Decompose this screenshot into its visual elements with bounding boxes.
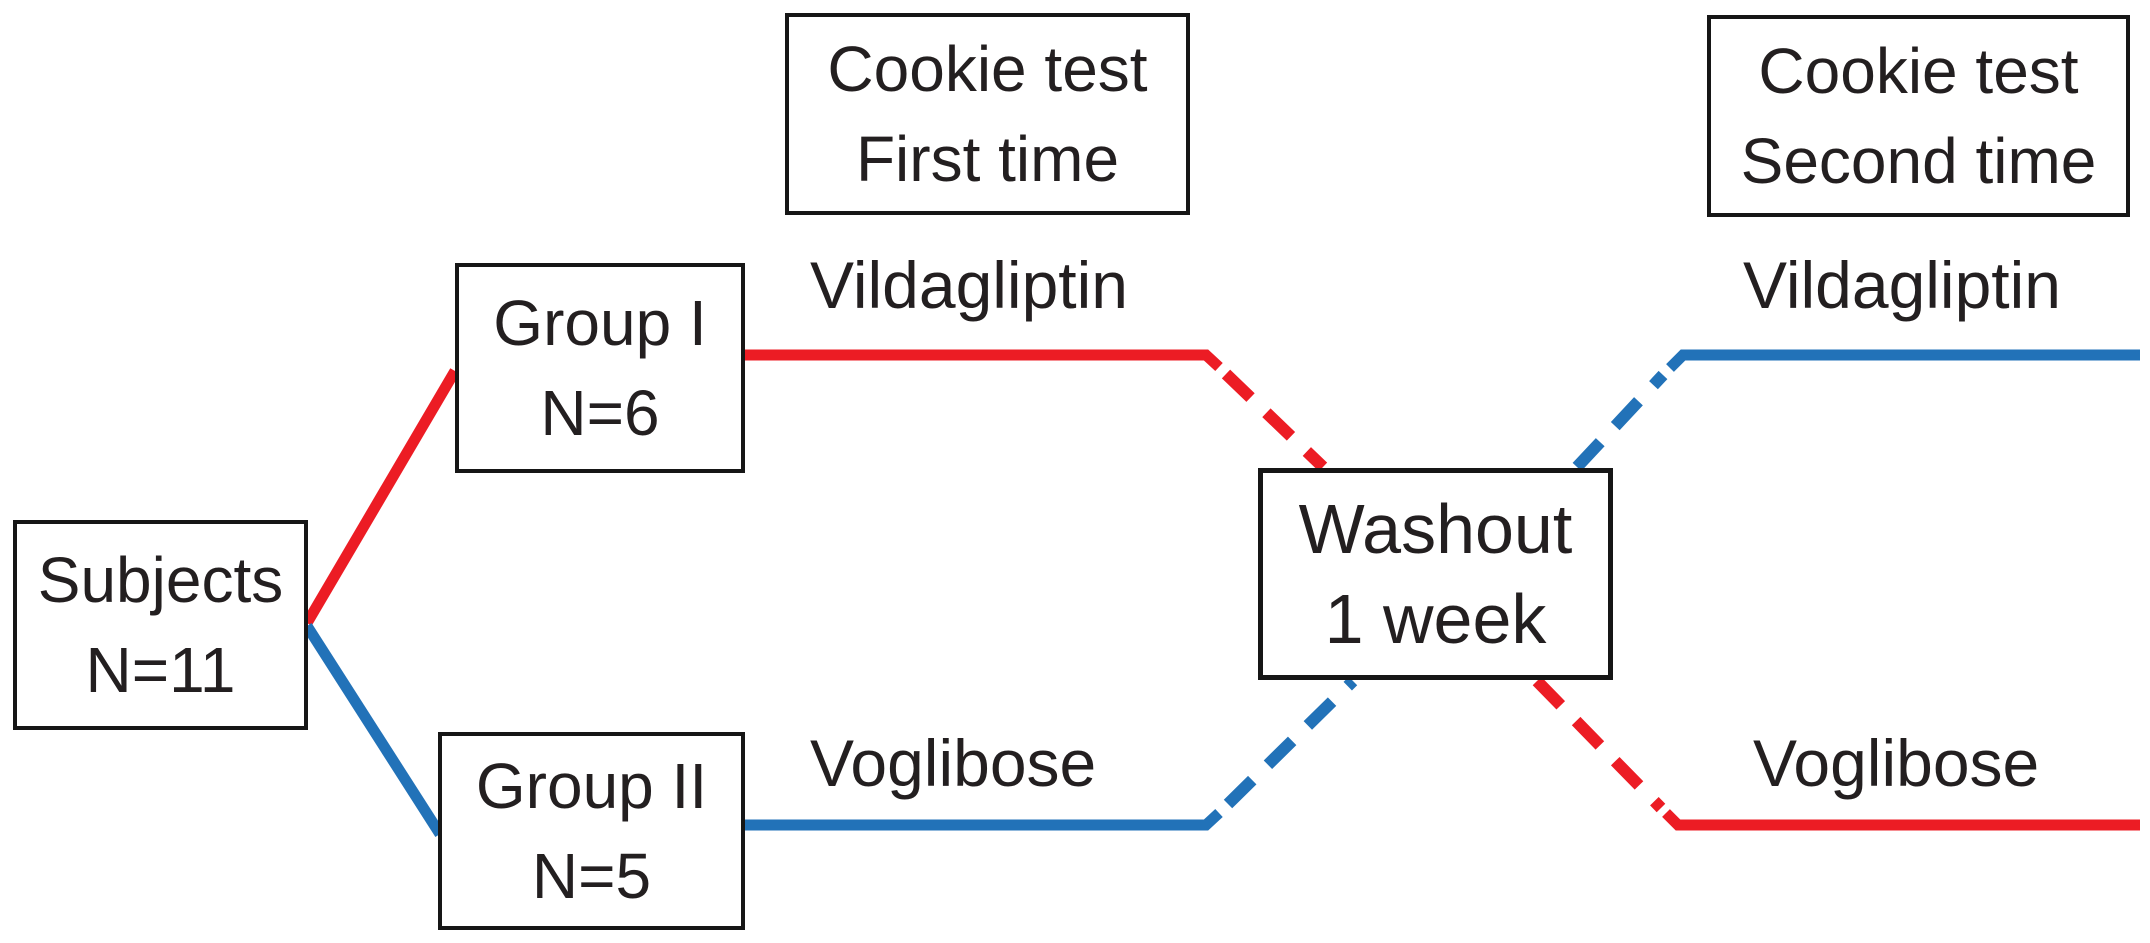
crossover-blue-dashed-out: [1572, 370, 1668, 472]
subjects-box-line2: N=11: [85, 634, 236, 706]
washout-box-line2: 1 week: [1324, 580, 1547, 658]
cookie-test-second-line1: Cookie test: [1758, 35, 2079, 107]
cookie-test-first-box: Cookie test First time: [785, 13, 1190, 215]
branch-line-group1: [302, 368, 460, 626]
period1-voglibose-line: [745, 808, 1223, 831]
group1-box-line2: N=6: [540, 377, 660, 449]
crossover-blue-dashed-in: [1223, 676, 1358, 809]
voglibose-second-label: Voglibose: [1753, 726, 2040, 800]
cookie-test-second-box: Cookie test Second time: [1707, 15, 2130, 217]
cookie-test-first-line1: Cookie test: [827, 33, 1148, 105]
period2-vildagliptin-line: [1666, 349, 2140, 372]
group1-box-line1: Group I: [493, 287, 707, 359]
branch-line-group2: [302, 623, 445, 837]
cookie-test-first-line2: First time: [855, 123, 1120, 195]
subjects-box: Subjects N=11: [13, 520, 308, 730]
vildagliptin-first-label: Vildagliptin: [810, 248, 1129, 322]
group2-box: Group II N=5: [438, 732, 745, 930]
group1-box: Group I N=6: [455, 263, 745, 473]
subjects-box-line1: Subjects: [37, 544, 284, 616]
crossover-red-dashed-out: [1532, 676, 1666, 813]
cookie-test-second-line2: Second time: [1740, 125, 2097, 197]
period2-voglibose-line: [1662, 809, 2140, 831]
group2-box-line2: N=5: [531, 840, 652, 912]
crossover-red-dashed-in: [1221, 369, 1328, 472]
washout-box: Washout 1 week: [1258, 468, 1613, 680]
vildagliptin-second-label: Vildagliptin: [1743, 248, 2062, 322]
voglibose-first-label: Voglibose: [810, 726, 1097, 800]
group2-box-line1: Group II: [475, 750, 708, 822]
washout-box-line1: Washout: [1298, 490, 1573, 568]
period1-vildagliptin-line: [745, 349, 1223, 372]
